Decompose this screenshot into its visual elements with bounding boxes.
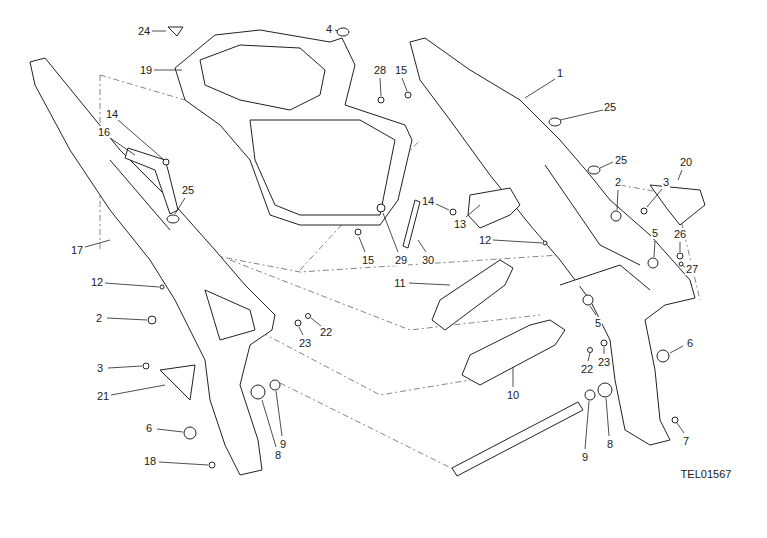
callout-number: 18	[143, 455, 157, 467]
callout-number: 2	[95, 312, 103, 324]
callout-number: 3	[96, 362, 104, 374]
callout-number: 10	[506, 389, 520, 401]
callout-number: 15	[361, 254, 375, 266]
callout-number: 27	[685, 263, 699, 275]
callout-number: 25	[614, 154, 628, 166]
callout-number: 22	[580, 363, 594, 375]
callout-number: 16	[97, 126, 111, 138]
callout-number: 5	[651, 227, 659, 239]
callout-number: 19	[139, 64, 153, 76]
callout-number: 8	[274, 449, 282, 461]
callout-number: 20	[679, 156, 693, 168]
callout-number: 4	[325, 23, 333, 35]
callout-number: 14	[421, 195, 435, 207]
callout-number: 1	[556, 67, 564, 79]
callout-number: 30	[421, 254, 435, 266]
callout-number: 9	[581, 451, 589, 463]
callout-number: 26	[673, 228, 687, 240]
callout-number: 12	[90, 276, 104, 288]
callout-number: 17	[70, 244, 84, 256]
callout-number: 6	[686, 337, 694, 349]
callout-number: 6	[145, 422, 153, 434]
callout-number: 23	[298, 337, 312, 349]
callout-number: 5	[594, 317, 602, 329]
callout-number: 25	[603, 101, 617, 113]
callout-number: 28	[373, 64, 387, 76]
callout-number: 15	[394, 64, 408, 76]
callout-number: 3	[662, 176, 670, 188]
drawing-code: TEL01567	[680, 468, 733, 480]
callout-number: 29	[394, 254, 408, 266]
callout-number: 24	[137, 25, 151, 37]
callout-number: 23	[597, 356, 611, 368]
callout-number: 12	[478, 234, 492, 246]
callout-number: 2	[614, 176, 622, 188]
callout-number: 22	[319, 326, 333, 338]
callout-number: 7	[682, 435, 690, 447]
callout-number: 25	[181, 184, 195, 196]
callout-number: 11	[393, 277, 406, 289]
callout-number: 14	[105, 108, 119, 120]
callout-number: 21	[96, 390, 110, 402]
callout-number: 13	[453, 218, 467, 230]
callout-number: 8	[606, 438, 614, 450]
